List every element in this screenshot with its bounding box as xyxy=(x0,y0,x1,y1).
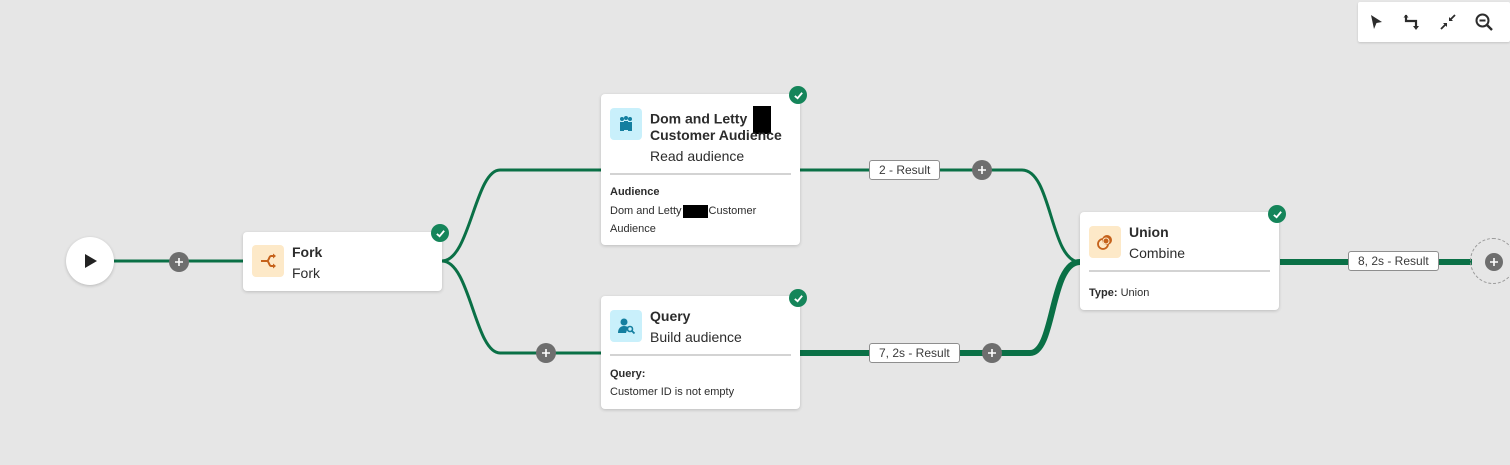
plus-icon xyxy=(542,349,550,357)
collapse-icon[interactable] xyxy=(1430,2,1466,42)
add-activity-button[interactable] xyxy=(169,252,189,272)
detail-label: Audience xyxy=(610,186,660,198)
success-check-icon xyxy=(431,224,449,242)
activity-title-line1: Dom and Letty xyxy=(650,110,748,127)
query-activity-card[interactable]: Query Build audience Query: Customer ID … xyxy=(601,296,800,409)
success-check-icon xyxy=(789,86,807,104)
activity-title: Fork xyxy=(292,244,323,260)
fork-activity-card[interactable]: Fork Fork xyxy=(243,232,442,291)
edge-fork-to-query xyxy=(441,259,601,355)
redacted-text xyxy=(753,106,772,134)
transition-result-label[interactable]: 8, 2s - Result xyxy=(1348,251,1439,271)
play-icon xyxy=(85,254,97,268)
transition-result-label[interactable]: 7, 2s - Result xyxy=(869,343,960,363)
fork-icon xyxy=(252,245,284,277)
activity-subtitle: Read audience xyxy=(650,148,745,164)
detail-label: Query: xyxy=(610,368,646,380)
activity-subtitle: Build audience xyxy=(650,329,742,345)
detail-value-line2: Audience xyxy=(610,223,656,235)
detail-label: Type: xyxy=(1089,287,1118,299)
start-button[interactable] xyxy=(66,237,114,285)
card-divider xyxy=(610,354,791,356)
zoom-out-icon[interactable] xyxy=(1466,2,1502,42)
transition-result-label[interactable]: 2 - Result xyxy=(869,160,941,180)
activity-subtitle: Fork xyxy=(292,265,320,281)
activity-title: Union xyxy=(1129,224,1169,240)
redacted-text xyxy=(682,204,708,218)
detail-value: Dom and Letty Customer xyxy=(610,202,756,220)
plus-icon xyxy=(978,166,986,174)
success-check-icon xyxy=(1268,205,1286,223)
read-audience-activity-card[interactable]: Dom and Letty Customer Audience Read aud… xyxy=(601,94,800,245)
plus-icon xyxy=(988,349,996,357)
detail-value: Union xyxy=(1120,287,1150,299)
plus-icon xyxy=(1485,253,1503,271)
plus-icon xyxy=(175,258,183,266)
card-divider xyxy=(610,173,791,175)
activity-title: Dom and Letty xyxy=(650,106,772,134)
add-activity-button[interactable] xyxy=(972,160,992,180)
detail-type: Type: Union xyxy=(1089,284,1149,302)
audience-group-icon xyxy=(610,108,642,140)
card-divider xyxy=(1089,270,1270,272)
union-coins-icon xyxy=(1089,226,1121,258)
edge-read-audience-to-union xyxy=(800,168,1081,264)
activity-title-line2: Customer Audience xyxy=(650,127,782,143)
detail-value: Customer ID is not empty xyxy=(610,386,735,398)
add-activity-end-button[interactable] xyxy=(1470,238,1510,284)
auto-arrange-icon[interactable] xyxy=(1394,2,1430,42)
add-activity-button[interactable] xyxy=(982,343,1002,363)
select-pointer-icon[interactable] xyxy=(1358,2,1394,42)
activity-title: Query xyxy=(650,308,691,324)
success-check-icon xyxy=(789,289,807,307)
detail-value-part1: Dom and Letty xyxy=(610,205,682,217)
edge-fork-to-read-audience xyxy=(441,168,601,263)
add-activity-button[interactable] xyxy=(536,343,556,363)
edge-query-to-union xyxy=(800,259,1081,356)
user-query-icon xyxy=(610,310,642,342)
detail-value-part2: Customer xyxy=(708,205,757,217)
activity-subtitle: Combine xyxy=(1129,245,1186,261)
canvas-toolbar xyxy=(1358,2,1510,42)
union-activity-card[interactable]: Union Combine Type: Union xyxy=(1080,212,1279,310)
